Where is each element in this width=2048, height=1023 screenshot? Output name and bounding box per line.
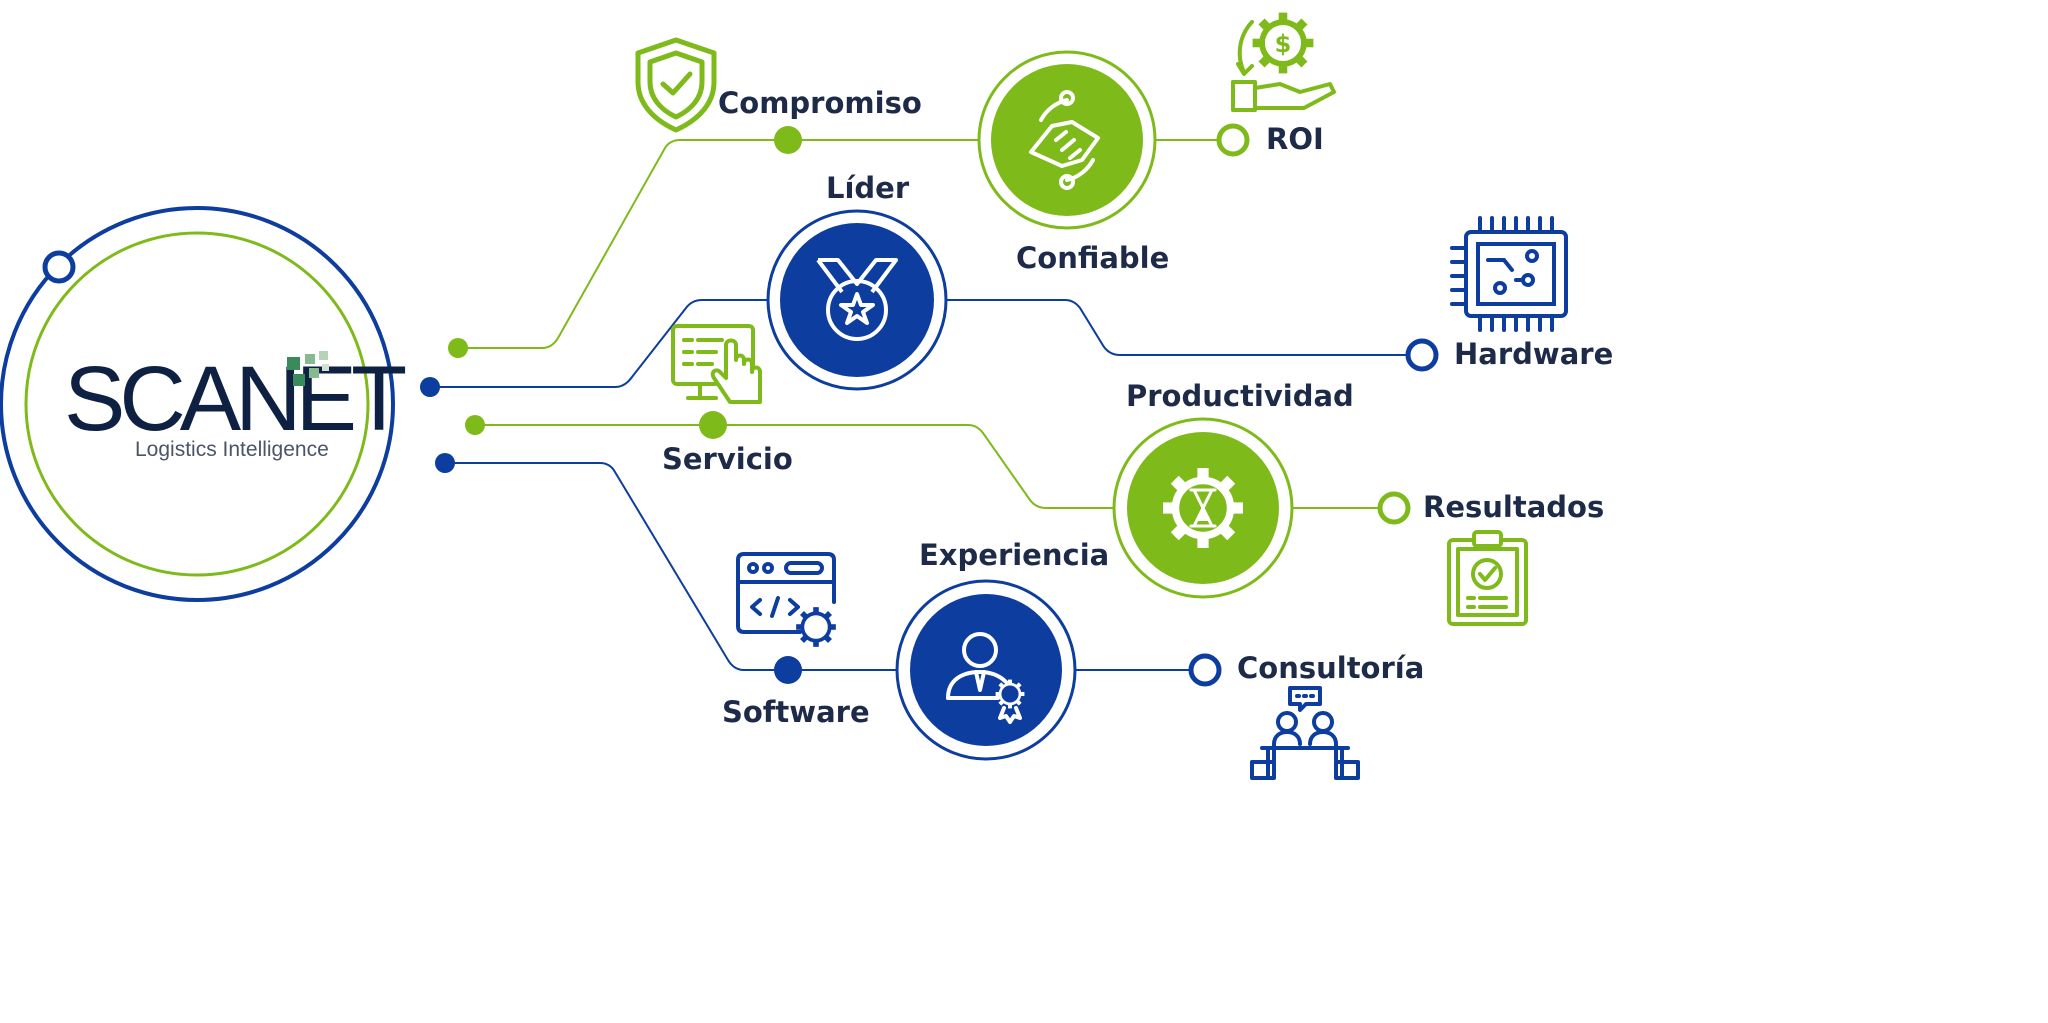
confiable-disc (991, 64, 1143, 216)
lider-label: Líder (826, 171, 910, 205)
dot-lider-start (420, 377, 440, 397)
hardware-label: Hardware (1454, 337, 1613, 371)
hardware-dot (1405, 338, 1439, 372)
consultoria-dot (1188, 653, 1222, 687)
user-award-icon (946, 632, 1024, 724)
money-gear-hand-icon: $ (1231, 13, 1336, 112)
node-roi: ROI $ (1216, 13, 1336, 157)
node-resultados: Resultados (1377, 490, 1604, 626)
consultation-icon (1250, 686, 1360, 780)
node-software: Software (722, 552, 870, 729)
compromiso-dot (774, 126, 802, 154)
line-lider (430, 299, 770, 388)
touch-screen-icon (671, 324, 762, 404)
left-line-dots (420, 338, 485, 473)
gear-hourglass-icon (1163, 468, 1243, 548)
shield-check-icon (635, 37, 717, 133)
line-servicio (475, 424, 1118, 509)
productividad-label: Productividad (1126, 379, 1354, 413)
node-confiable: Confiable (977, 50, 1169, 275)
roi-dot (1216, 123, 1250, 157)
line-hardware (945, 299, 1410, 356)
resultados-dot (1377, 491, 1411, 525)
handshake-icon (1029, 90, 1100, 190)
resultados-label: Resultados (1423, 490, 1604, 524)
svg-text:$: $ (1275, 30, 1292, 58)
logo-inner-ring (24, 231, 370, 577)
clipboard-check-icon (1447, 530, 1528, 626)
node-hardware: Hardware (1405, 216, 1613, 372)
connector-lines (430, 139, 1410, 671)
roi-label: ROI (1266, 122, 1324, 156)
confiable-label: Confiable (1016, 241, 1169, 275)
medal-icon (816, 258, 898, 341)
dot-software-start (435, 453, 455, 473)
logo-wordmark: SCANET (64, 348, 406, 450)
compromiso-label: Compromiso (718, 86, 922, 120)
dot-servicio-start (465, 415, 485, 435)
logo-pixel-mark (287, 351, 329, 386)
logo-outer-ring (0, 206, 395, 602)
dot-compromiso-start (448, 338, 468, 358)
node-servicio: Servicio (662, 324, 793, 476)
logo-badge: SCANET Logistics Intelligence (0, 206, 412, 602)
logo-tagline: Logistics Intelligence (135, 438, 329, 461)
software-dot (774, 656, 802, 684)
experiencia-disc (910, 594, 1062, 746)
node-productividad: Productividad (1112, 379, 1354, 599)
line-software (445, 462, 900, 671)
software-label: Software (722, 695, 870, 729)
node-lider: Líder (766, 171, 948, 391)
node-compromiso: Compromiso (635, 37, 922, 154)
code-window-gear-icon (736, 552, 836, 647)
line-compromiso (458, 139, 980, 349)
consultoria-label: Consultoría (1237, 651, 1424, 685)
node-consultoria: Consultoría (1188, 651, 1424, 780)
servicio-label: Servicio (662, 442, 793, 476)
chip-icon (1450, 216, 1568, 332)
lider-disc (780, 223, 934, 377)
logo-ring-knob (42, 250, 76, 284)
node-experiencia: Experiencia (895, 538, 1109, 761)
experiencia-label: Experiencia (919, 538, 1109, 572)
servicio-dot (699, 411, 727, 439)
